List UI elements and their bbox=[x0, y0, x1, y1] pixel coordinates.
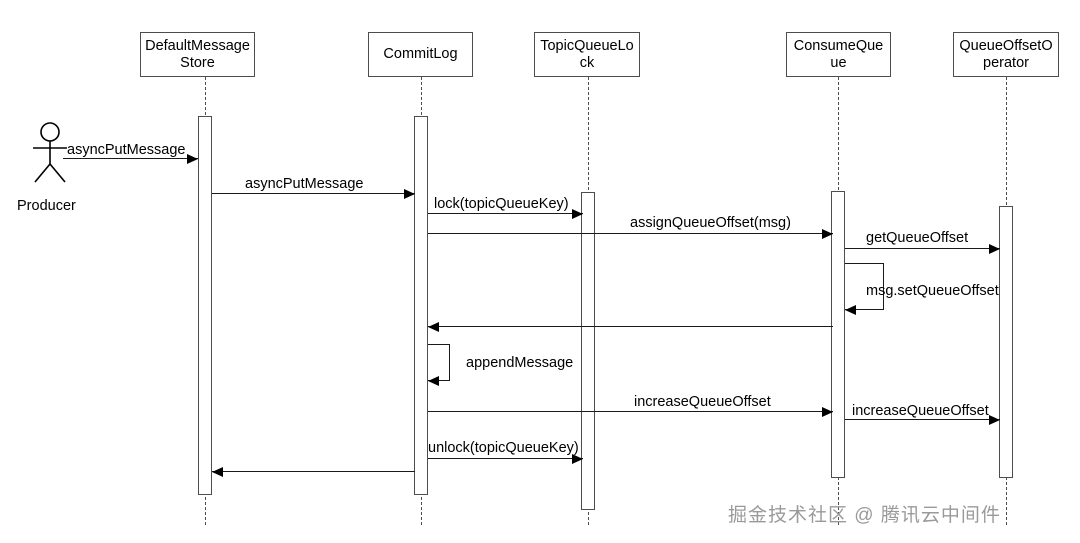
arrow-head-m7 bbox=[428, 321, 439, 332]
message-line-m7 bbox=[428, 326, 833, 327]
actor-producer[interactable] bbox=[25, 122, 75, 189]
actor-stick-figure-icon bbox=[33, 122, 67, 183]
arrow-head-m12 bbox=[212, 466, 223, 477]
participant-label: CommitLog bbox=[383, 46, 458, 62]
arrow-head-m6 bbox=[845, 305, 856, 315]
watermark-text: 掘金技术社区 @ 腾讯云中间件 bbox=[728, 505, 1001, 526]
arrow-head-m9 bbox=[822, 406, 833, 417]
message-label-m10: increaseQueueOffset bbox=[852, 403, 989, 419]
participant-label: DefaultMessageStore bbox=[145, 37, 250, 71]
participant-box-topicQueueLock[interactable]: TopicQueueLock bbox=[534, 32, 640, 77]
message-line-m3 bbox=[428, 213, 583, 214]
participant-box-commitLog[interactable]: CommitLog bbox=[368, 32, 473, 77]
message-label-m2: asyncPutMessage bbox=[245, 176, 364, 192]
arrow-head-m8 bbox=[428, 376, 439, 386]
message-line-m11 bbox=[428, 458, 583, 459]
message-line-m2 bbox=[212, 193, 415, 194]
arrow-head-m10 bbox=[989, 414, 1000, 425]
self-message-m6 bbox=[845, 263, 884, 310]
activation-bar-consumeQueue bbox=[831, 191, 845, 478]
self-message-m8 bbox=[428, 344, 450, 381]
message-label-m9: increaseQueueOffset bbox=[634, 394, 771, 410]
actor-label-producer: Producer bbox=[17, 198, 76, 214]
activation-bar-topicQueueLock bbox=[581, 192, 595, 510]
arrow-head-m5 bbox=[989, 243, 1000, 254]
message-label-m5: getQueueOffset bbox=[866, 230, 969, 246]
participant-box-consumeQueue[interactable]: ConsumeQueue bbox=[786, 32, 891, 77]
participant-label: ConsumeQueue bbox=[793, 37, 884, 71]
activation-bar-defaultMessageStore bbox=[198, 116, 212, 495]
activation-bar-queueOffsetOperator bbox=[999, 206, 1013, 478]
message-line-m1 bbox=[63, 158, 198, 159]
message-line-m10 bbox=[845, 419, 1000, 420]
participant-label: QueueOffsetOperator bbox=[959, 37, 1053, 71]
arrow-head-m11 bbox=[572, 453, 583, 464]
message-line-m9 bbox=[428, 411, 833, 412]
participant-box-queueOffsetOperator[interactable]: QueueOffsetOperator bbox=[953, 32, 1059, 77]
message-line-m4 bbox=[428, 233, 833, 234]
participant-label: TopicQueueLock bbox=[540, 37, 634, 71]
message-label-m4: assignQueueOffset(msg) bbox=[630, 215, 791, 231]
arrow-head-m3 bbox=[572, 208, 583, 219]
message-label-m1: asyncPutMessage bbox=[67, 142, 186, 158]
message-label-m8: appendMessage bbox=[466, 355, 574, 371]
activation-bar-commitLog bbox=[414, 116, 428, 495]
message-label-m6: msg.setQueueOffset bbox=[866, 283, 999, 299]
message-line-m5 bbox=[845, 248, 1000, 249]
arrow-head-m2 bbox=[404, 188, 415, 199]
participant-box-defaultMessageStore[interactable]: DefaultMessageStore bbox=[140, 32, 255, 77]
arrow-head-m4 bbox=[822, 228, 833, 239]
message-label-m3: lock(topicQueueKey) bbox=[434, 196, 569, 212]
arrow-head-m1 bbox=[187, 153, 198, 164]
message-label-m11: unlock(topicQueueKey) bbox=[428, 440, 579, 456]
message-line-m12 bbox=[212, 471, 415, 472]
